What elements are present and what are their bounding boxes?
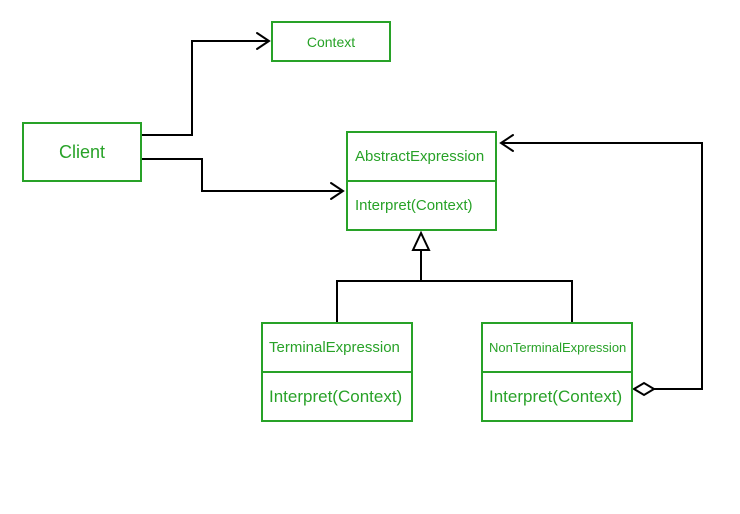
class-box-nonterminal-expression: NonTerminalExpression Interpret(Context) (481, 322, 633, 422)
class-method-label: Interpret(Context) (483, 371, 631, 420)
class-name-label: NonTerminalExpression (489, 340, 627, 355)
hollow-diamond-icon (632, 381, 656, 397)
class-name-label: Client (58, 142, 106, 162)
class-method-label: Interpret(Context) (263, 371, 411, 420)
class-box-client: Client (22, 122, 142, 182)
class-name-label: AbstractExpression (355, 148, 485, 165)
connector-generalization (336, 230, 573, 322)
class-box-terminal-expression: TerminalExpression Interpret(Context) (261, 322, 413, 422)
connector-aggregation (499, 134, 703, 397)
class-name-label: TerminalExpression (269, 339, 400, 356)
open-arrowhead-icon (499, 134, 514, 152)
connector-client-context (142, 32, 271, 136)
connector-client-abstractexpression (142, 158, 345, 200)
open-arrowhead-icon (256, 32, 271, 50)
class-box-context: Context (271, 21, 391, 62)
class-box-abstract-expression: AbstractExpression Interpret(Context) (346, 131, 497, 231)
class-method-label: Interpret(Context) (348, 180, 495, 229)
hollow-triangle-icon (411, 230, 431, 251)
class-name-label: Context (306, 33, 356, 50)
open-arrowhead-icon (330, 182, 345, 200)
